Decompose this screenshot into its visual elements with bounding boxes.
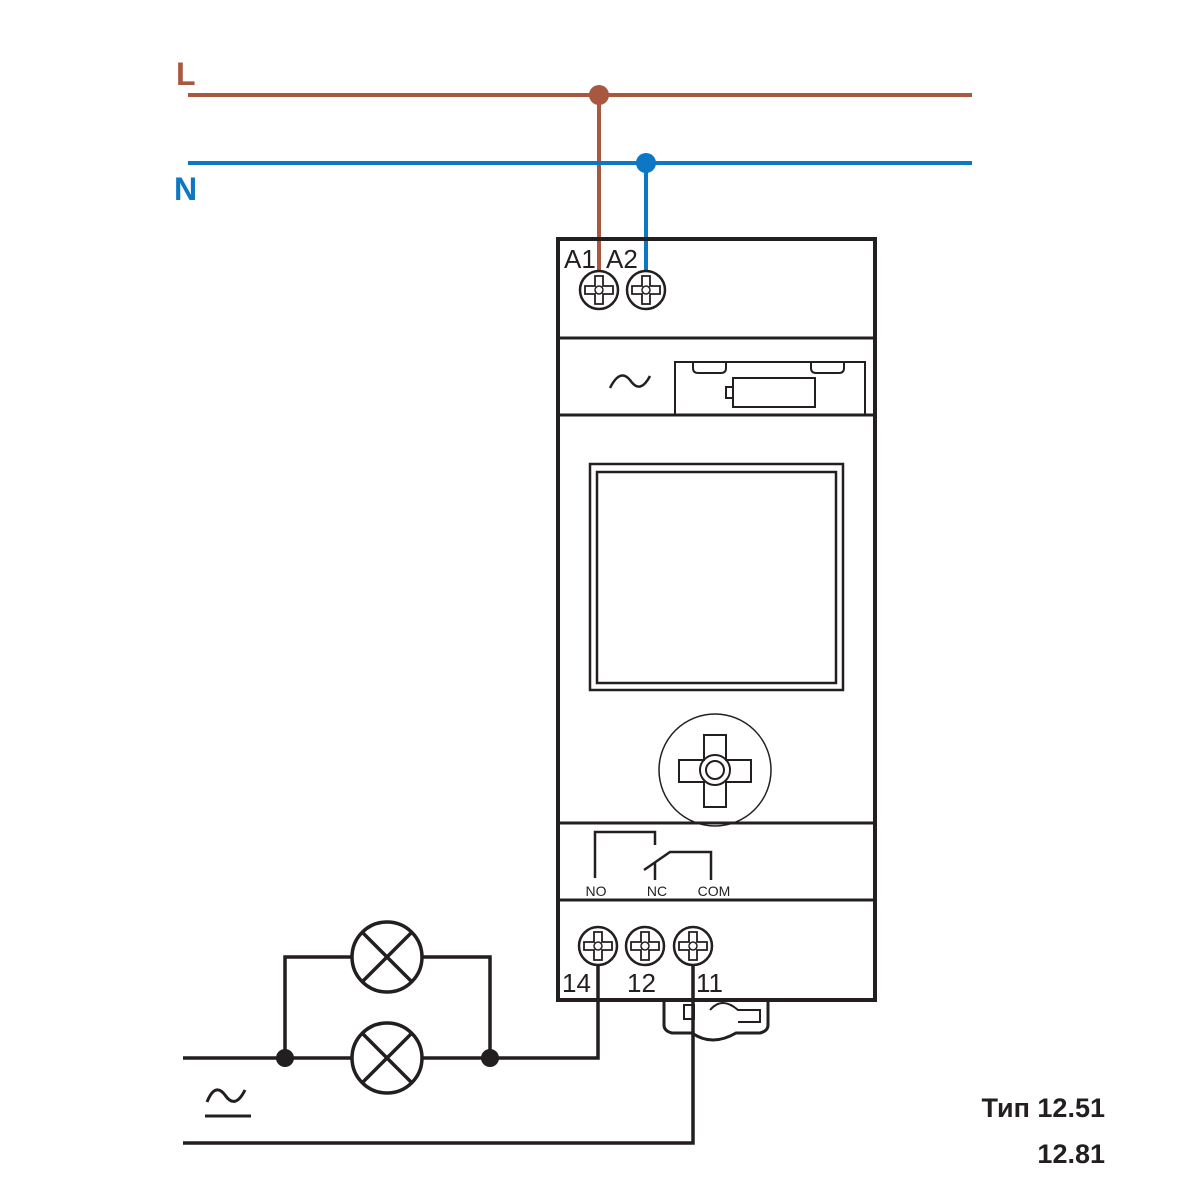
neutral-label: N <box>174 171 197 207</box>
caption-type-line1: Тип 12.51 <box>982 1093 1105 1123</box>
terminal-screw-12-icon <box>624 925 666 967</box>
load-wiring <box>183 946 695 1145</box>
battery-icon <box>732 377 816 408</box>
display-window <box>588 462 845 692</box>
phase-line: L <box>176 56 972 290</box>
relay-contact-symbol <box>593 830 713 880</box>
terminal-screw-a1-icon <box>578 269 620 311</box>
terminal-screw-14-icon <box>577 925 619 967</box>
terminal-label-14: 14 <box>562 968 591 998</box>
phase-label: L <box>176 56 196 92</box>
junction-dot-right <box>481 1049 499 1067</box>
junction-dot-left <box>276 1049 294 1067</box>
terminal-screws <box>577 269 714 967</box>
terminal-label-11: 11 <box>696 968 723 998</box>
ac-symbol-icon <box>608 374 652 389</box>
ac-source-icon <box>205 1088 251 1118</box>
contact-label-com: COM <box>698 883 731 899</box>
contact-label-nc: NC <box>647 883 667 899</box>
caption-type-line2: 12.81 <box>1037 1139 1105 1169</box>
terminal-label-a2: A2 <box>606 244 638 274</box>
terminal-label-a1: A1 <box>564 244 596 274</box>
din-clip <box>662 1000 770 1042</box>
timer-device <box>556 237 877 1042</box>
setting-knob <box>658 713 772 827</box>
terminal-label-12: 12 <box>627 968 656 998</box>
terminal-screw-a2-icon <box>625 269 667 311</box>
neutral-line: N <box>174 153 972 290</box>
contact-label-no: NO <box>586 883 607 899</box>
lamp-icon <box>350 920 424 994</box>
terminal-screw-11-icon <box>672 925 714 967</box>
battery-compartment <box>674 361 866 416</box>
lamp-icon <box>350 1021 424 1095</box>
